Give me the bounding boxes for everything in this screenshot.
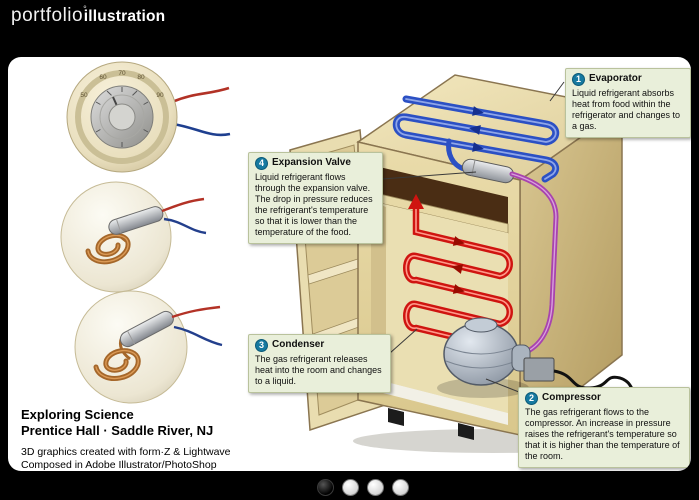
junction-box (523, 357, 555, 382)
step-2-badge: 2 (525, 392, 538, 405)
thermostat-red-wire (171, 86, 230, 104)
flow-arrow (451, 264, 464, 274)
brand-portfolio: portfolio (11, 5, 84, 26)
flow-arrow (452, 284, 465, 294)
svg-text:50: 50 (80, 92, 88, 99)
flow-arrow-up (408, 194, 424, 209)
callout-title: Evaporator (589, 73, 642, 85)
svg-text:80: 80 (137, 74, 145, 81)
svg-text:60: 60 (99, 74, 107, 81)
client-line: Prentice Hall · Saddle River, NJ (21, 423, 214, 438)
thermostat-photo: 50 60 70 80 90 (66, 61, 231, 173)
flow-arrow (452, 236, 465, 246)
pager-dot-2[interactable] (342, 479, 359, 496)
illustration-panel: 50 60 70 80 90 (8, 57, 691, 471)
evaporator-coil (392, 95, 560, 183)
pager (317, 479, 409, 496)
project-title: Exploring Science (21, 407, 134, 422)
blue-wire (163, 217, 207, 235)
pager-dot-1[interactable] (317, 479, 334, 496)
dial-ticks (95, 87, 149, 147)
credit-software: Composed in Adobe Illustrator/PhotoShop (21, 459, 217, 471)
red-wire (161, 197, 205, 213)
credits-block: Exploring Science Prentice Hall · Saddle… (21, 407, 231, 471)
sensor-capsule (119, 310, 174, 348)
step-3-badge: 3 (255, 339, 268, 352)
credit-tools: 3D graphics created with form·Z & Lightw… (21, 446, 231, 458)
callout-text: Liquid refrigerant absorbs heat from foo… (572, 88, 681, 131)
step-1-badge: 1 (572, 73, 585, 86)
callout-text: The gas refrigerant flows to the compres… (525, 407, 680, 461)
red-wire (171, 305, 221, 319)
interior-floor (371, 378, 508, 425)
compressor-part (437, 317, 645, 398)
freezer-interior (371, 165, 508, 224)
callout-evaporator: 1 Evaporator Liquid refrigerant absorbs … (565, 68, 691, 138)
refrigerant-line (509, 171, 559, 356)
flow-arrow (472, 106, 484, 116)
brand-mark: ° (83, 4, 87, 14)
callout-title: Condenser (272, 339, 325, 351)
blue-wire (173, 325, 223, 347)
capillary-coil-photo-2 (74, 290, 223, 404)
svg-text:90: 90 (156, 92, 164, 99)
pager-dot-4[interactable] (392, 479, 409, 496)
site-brand: portfolio°illustration (11, 4, 165, 27)
svg-text:70: 70 (118, 70, 126, 77)
pager-dot-3[interactable] (367, 479, 384, 496)
flow-arrow (472, 142, 484, 152)
flow-arrow (469, 125, 481, 135)
callout-title: Compressor (542, 392, 601, 404)
callout-compressor: 2 Compressor The gas refrigerant flows t… (518, 387, 690, 468)
callout-text: Liquid refrigerant flows through the exp… (255, 172, 373, 237)
brand-illustration: illustration (83, 8, 166, 25)
fridge-foot (388, 408, 404, 426)
callout-expansion-valve: 4 Expansion Valve Liquid refrigerant flo… (248, 152, 383, 244)
capillary-coil-photo-1 (60, 181, 207, 293)
callout-condenser: 3 Condenser The gas refrigerant releases… (248, 334, 391, 393)
fridge-foot (458, 423, 474, 440)
step-4-badge: 4 (255, 157, 268, 170)
dial-numbers: 50 60 70 80 90 (80, 70, 164, 99)
thermostat-blue-wire (172, 122, 231, 137)
callout-text: The gas refrigerant releases heat into t… (255, 354, 382, 386)
callout-title: Expansion Valve (272, 157, 351, 169)
